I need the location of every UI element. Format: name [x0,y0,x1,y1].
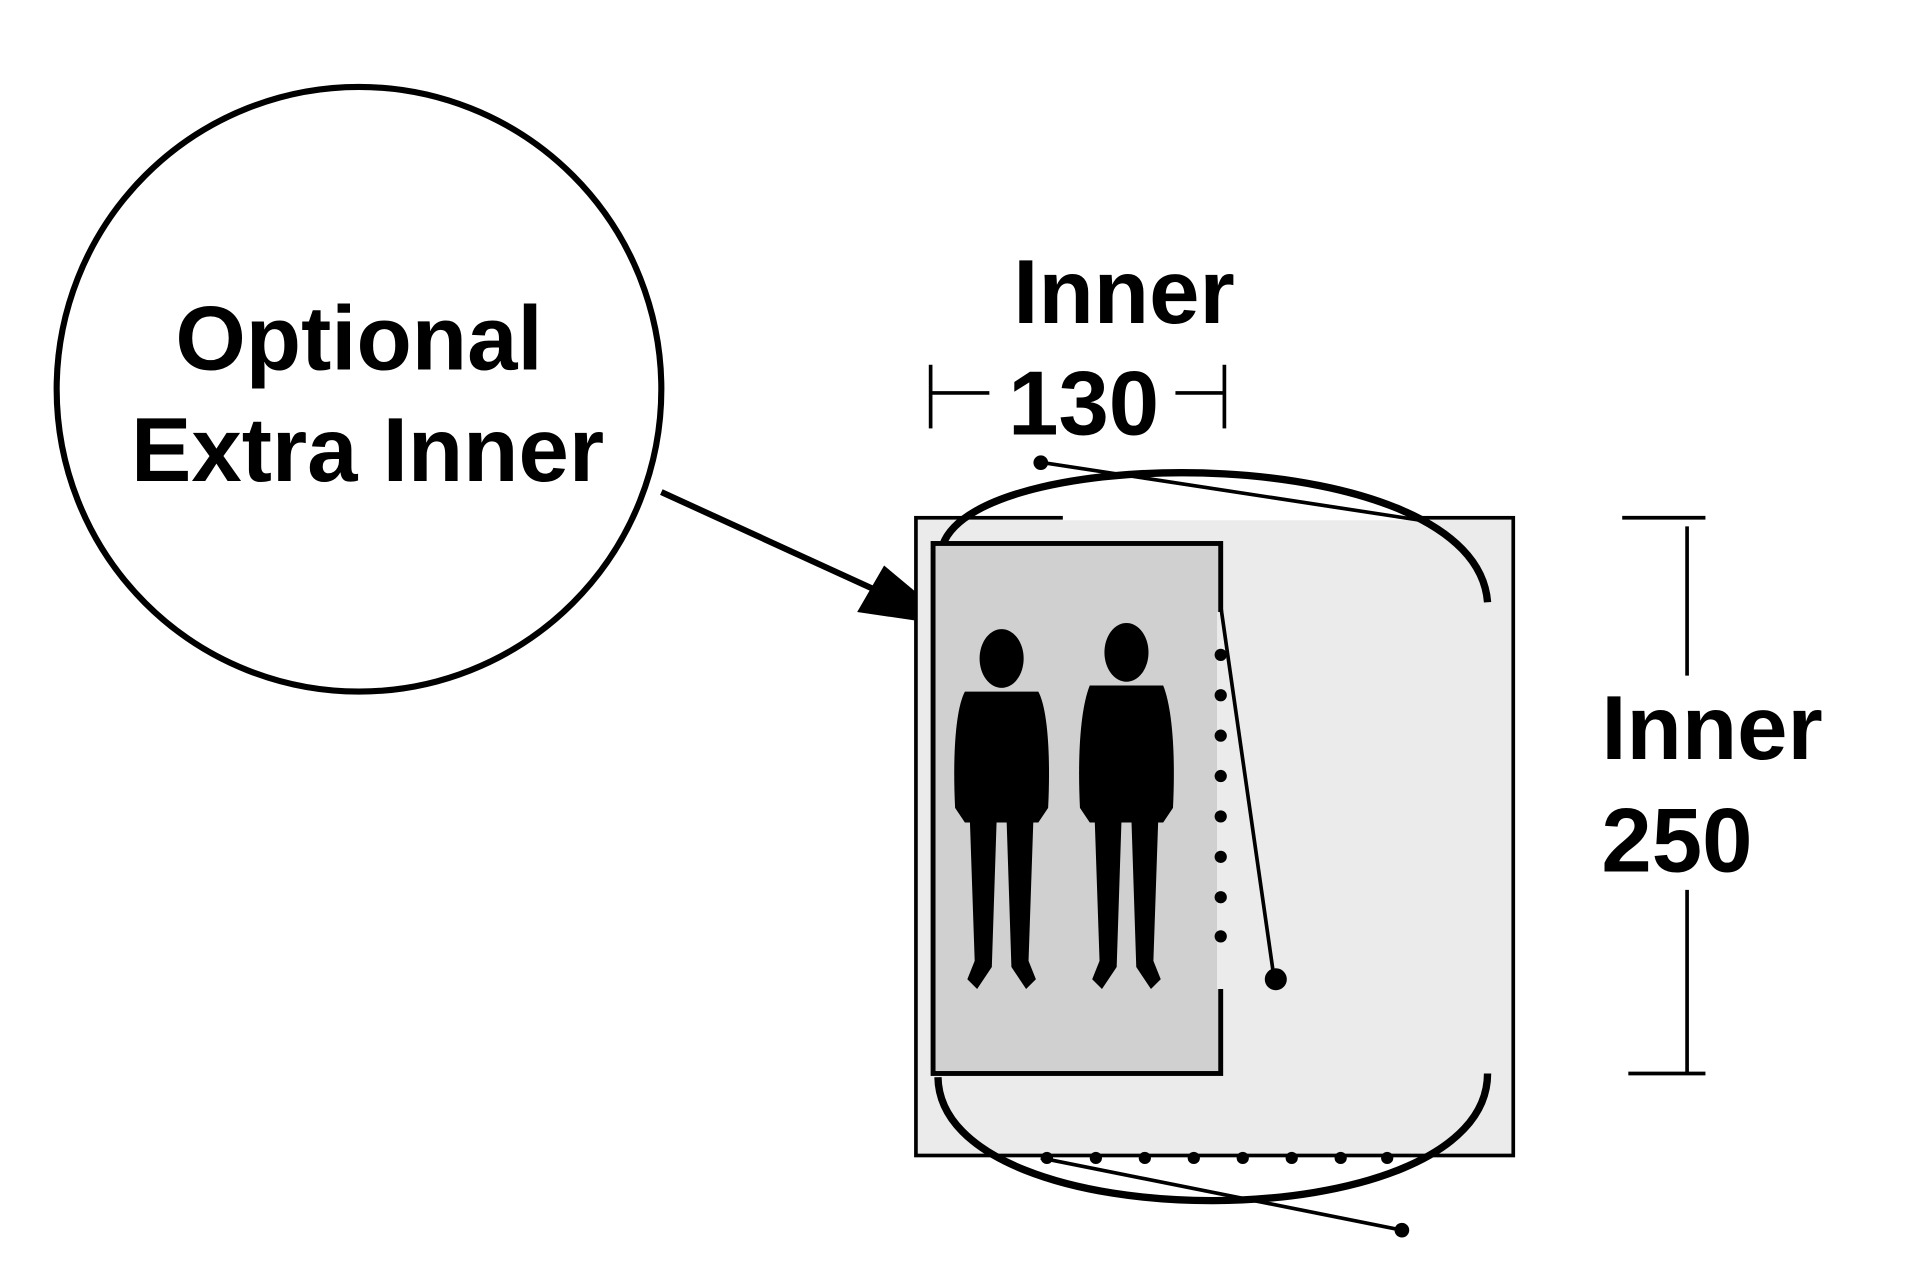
peg-icon [1033,455,1049,471]
peg-icon [1394,1222,1410,1238]
guy-line [1042,460,1421,523]
guy-line [1040,1156,1403,1232]
person-icon [1079,623,1174,990]
optional-extra-inner-callout: Optional Extra Inner [53,83,665,695]
pole-top [939,469,1492,603]
callout-circle [53,83,665,695]
callout-arrow [660,489,958,627]
tent-outline [914,455,1516,1238]
length-value: 250 [1601,791,1752,892]
guy-line [1218,605,1276,974]
person-icon [954,629,1050,990]
peg-icon [1264,968,1287,991]
callout-line-1: Optional [175,289,542,390]
pole-bottom [934,1073,1492,1205]
width-value: 130 [1008,354,1159,455]
callout-line-2: Extra Inner [131,400,604,501]
door-zip-dots [1040,648,1394,1165]
width-label: Inner [1013,242,1234,343]
length-label: Inner [1601,678,1822,779]
width-dimension: Inner 130 [928,242,1235,455]
length-dimension: Inner 250 [1601,515,1823,1076]
